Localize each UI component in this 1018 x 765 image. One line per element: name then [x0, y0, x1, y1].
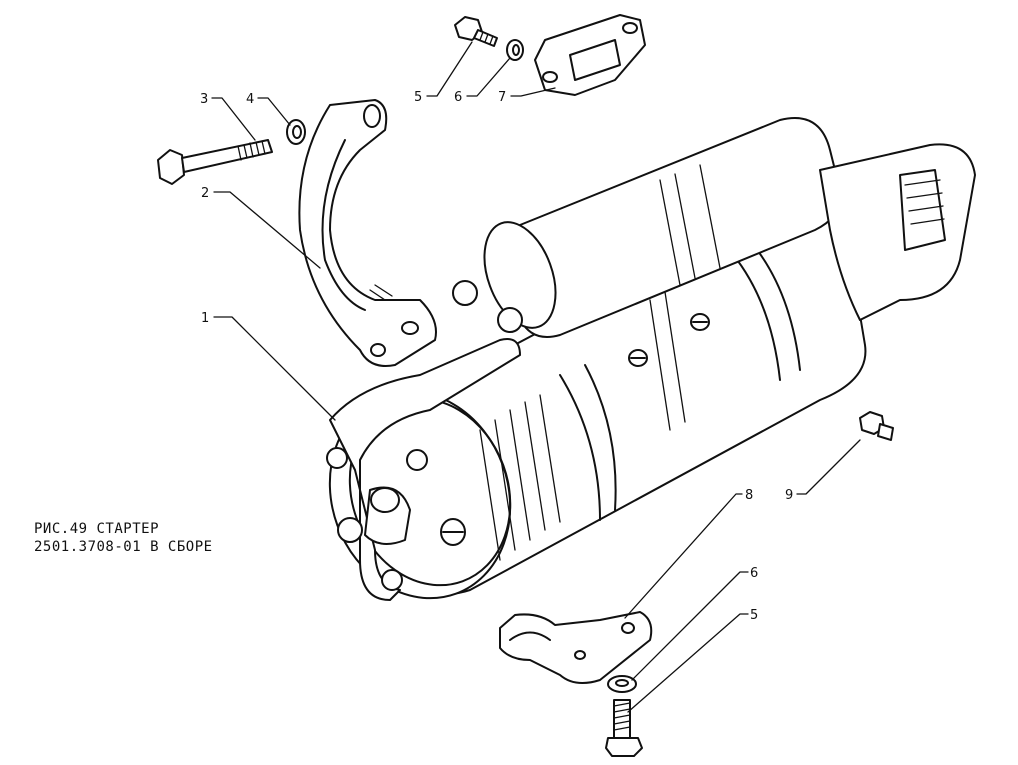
bolt-shank [181, 139, 273, 173]
callout-1: 1 [201, 311, 209, 326]
bolt-thread [613, 702, 631, 731]
washer [506, 39, 524, 61]
clamp-body [534, 14, 646, 96]
terminal-nut [497, 307, 523, 333]
bracket-inner-edge [321, 139, 366, 311]
bolt-head [157, 149, 185, 185]
part-5-top-bolt [454, 16, 498, 47]
housing-band [584, 364, 617, 511]
curved-bracket-body [298, 99, 437, 367]
callout-3: 3 [200, 92, 208, 107]
callout-6-top: 6 [454, 90, 462, 105]
clamp-face [569, 39, 621, 81]
plug-shank [877, 423, 894, 441]
screw-head [440, 518, 466, 546]
lower-bracket-body [499, 611, 653, 685]
callout-2: 2 [201, 186, 209, 201]
part-3-long-bolt [157, 139, 273, 185]
part-7-clamp-block [534, 14, 646, 96]
callout-7: 7 [498, 90, 506, 105]
solenoid-cap [483, 221, 557, 329]
figure-caption: РИС.49 СТАРТЕР 2501.3708-01 В СБОРЕ [34, 520, 259, 556]
solenoid-relay [452, 117, 976, 338]
callout-5-top: 5 [414, 90, 422, 105]
leader-2 [213, 191, 321, 269]
bolt-thread [237, 140, 266, 161]
leader-8 [624, 493, 743, 619]
leader-7 [510, 87, 556, 97]
part-9-plug [859, 411, 894, 441]
part-4-spring-washer [286, 119, 306, 145]
washer-hole [615, 679, 629, 687]
leader-lines [211, 41, 861, 713]
drive-housing [819, 143, 976, 321]
callout-9: 9 [785, 488, 793, 503]
bracket-hole [401, 321, 419, 335]
part-5-bottom-bolt [605, 699, 643, 757]
bracket-bolt [381, 569, 403, 591]
washer-hole [512, 44, 520, 56]
solenoid-ribs [659, 164, 721, 286]
callout-5-bottom: 5 [750, 608, 758, 623]
callout-numbers: 1 2 3 4 5 6 7 8 9 6 5 [200, 90, 793, 623]
bolt-shank [473, 29, 498, 47]
washer-hole [292, 125, 302, 139]
drive-pinion [899, 169, 946, 251]
leader-9 [796, 439, 861, 495]
caption-line-1: РИС.49 СТАРТЕР [34, 521, 160, 537]
leader-4 [257, 97, 291, 126]
bracket-hole [363, 104, 381, 128]
terminal-nut [452, 280, 478, 306]
bracket-hole [621, 622, 635, 634]
bracket-edge [509, 631, 551, 641]
washer [286, 119, 306, 145]
screw-head [690, 313, 710, 331]
clamp-hole [542, 71, 558, 83]
part-6-bottom-washer [607, 675, 637, 693]
leader-3 [211, 97, 256, 141]
leader-5-bottom [627, 613, 749, 713]
part-6-top-washer [506, 39, 524, 61]
bracket-hole [370, 343, 386, 357]
washer [607, 675, 637, 693]
drive-gear-teeth [904, 179, 945, 225]
bracket-shading [369, 284, 393, 301]
screw-head [628, 349, 648, 367]
bolt-head [605, 737, 643, 757]
leader-6-bottom [631, 571, 749, 681]
bracket-bolt [406, 449, 428, 471]
bracket-bolt [337, 517, 363, 543]
bracket-bolt [326, 447, 348, 469]
housing-band [559, 374, 601, 521]
leader-6-top [466, 57, 511, 97]
callout-4: 4 [246, 92, 254, 107]
hub-center [370, 487, 400, 513]
clamp-hole [622, 22, 638, 34]
part-8-lower-bracket [499, 611, 653, 685]
caption-line-2: 2501.3708-01 В СБОРЕ [34, 539, 213, 555]
end-bracket [329, 338, 521, 601]
housing-shading [479, 291, 686, 561]
callout-6-bottom: 6 [750, 566, 758, 581]
leader-1 [213, 316, 336, 421]
bolt-thread [479, 31, 494, 45]
bracket-hole [574, 650, 586, 660]
callout-8: 8 [745, 488, 753, 503]
bracket-front [326, 338, 521, 601]
leader-5-top [426, 41, 473, 97]
part-2-curved-bracket [298, 99, 437, 367]
